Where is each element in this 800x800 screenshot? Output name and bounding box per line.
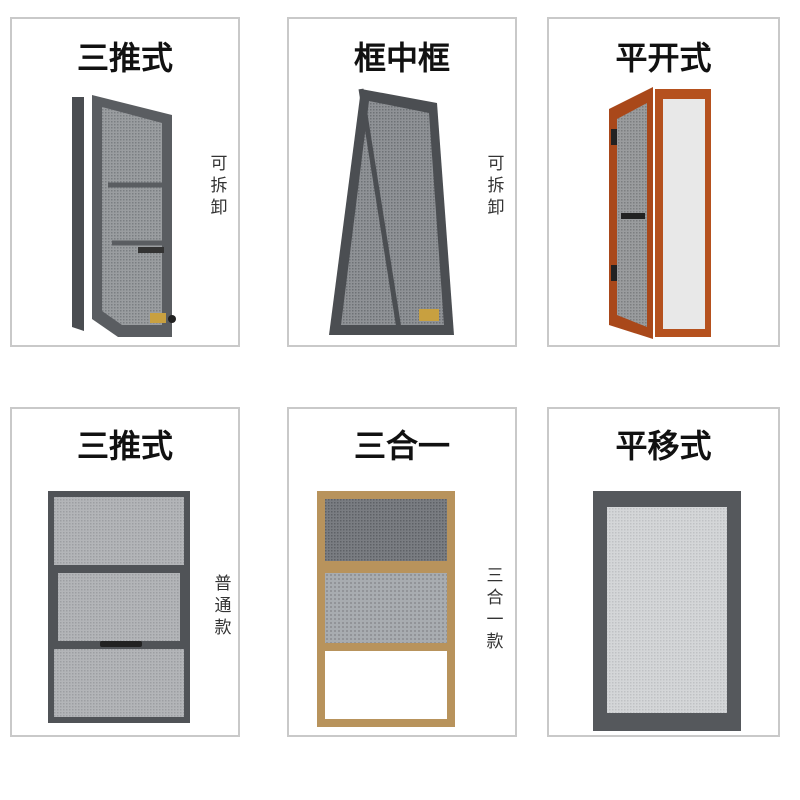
card-title: 平开式 [615, 39, 712, 77]
push-out-removable-screen-image [72, 95, 176, 337]
product-card-2[interactable]: 框中框 可拆卸 [287, 17, 517, 347]
card-title: 三推式 [76, 39, 173, 77]
three-in-one-screen-image [317, 491, 455, 727]
card-title: 平移式 [615, 427, 712, 465]
push-out-standard-screen-image [48, 491, 190, 723]
product-card-1[interactable]: 三推式 可拆卸 [10, 17, 240, 347]
product-card-4[interactable]: 三推式 普通款 [10, 407, 240, 737]
side-note: 可拆卸 [487, 154, 505, 218]
product-card-3[interactable]: 平开式 [547, 17, 780, 347]
product-card-6[interactable]: 平移式 [547, 407, 780, 737]
sliding-screen-window-image [593, 491, 741, 731]
product-card-5[interactable]: 三合一 三合一款 [287, 407, 517, 737]
side-note: 可拆卸 [210, 154, 228, 218]
card-title: 三推式 [76, 427, 173, 465]
card-title: 三合一 [353, 427, 450, 465]
card-title: 框中框 [353, 39, 450, 77]
frame-in-frame-screen-image [329, 88, 454, 335]
side-note: 三合一款 [486, 566, 504, 652]
side-note: 普通款 [214, 574, 232, 638]
casement-screen-door-image [609, 87, 711, 339]
